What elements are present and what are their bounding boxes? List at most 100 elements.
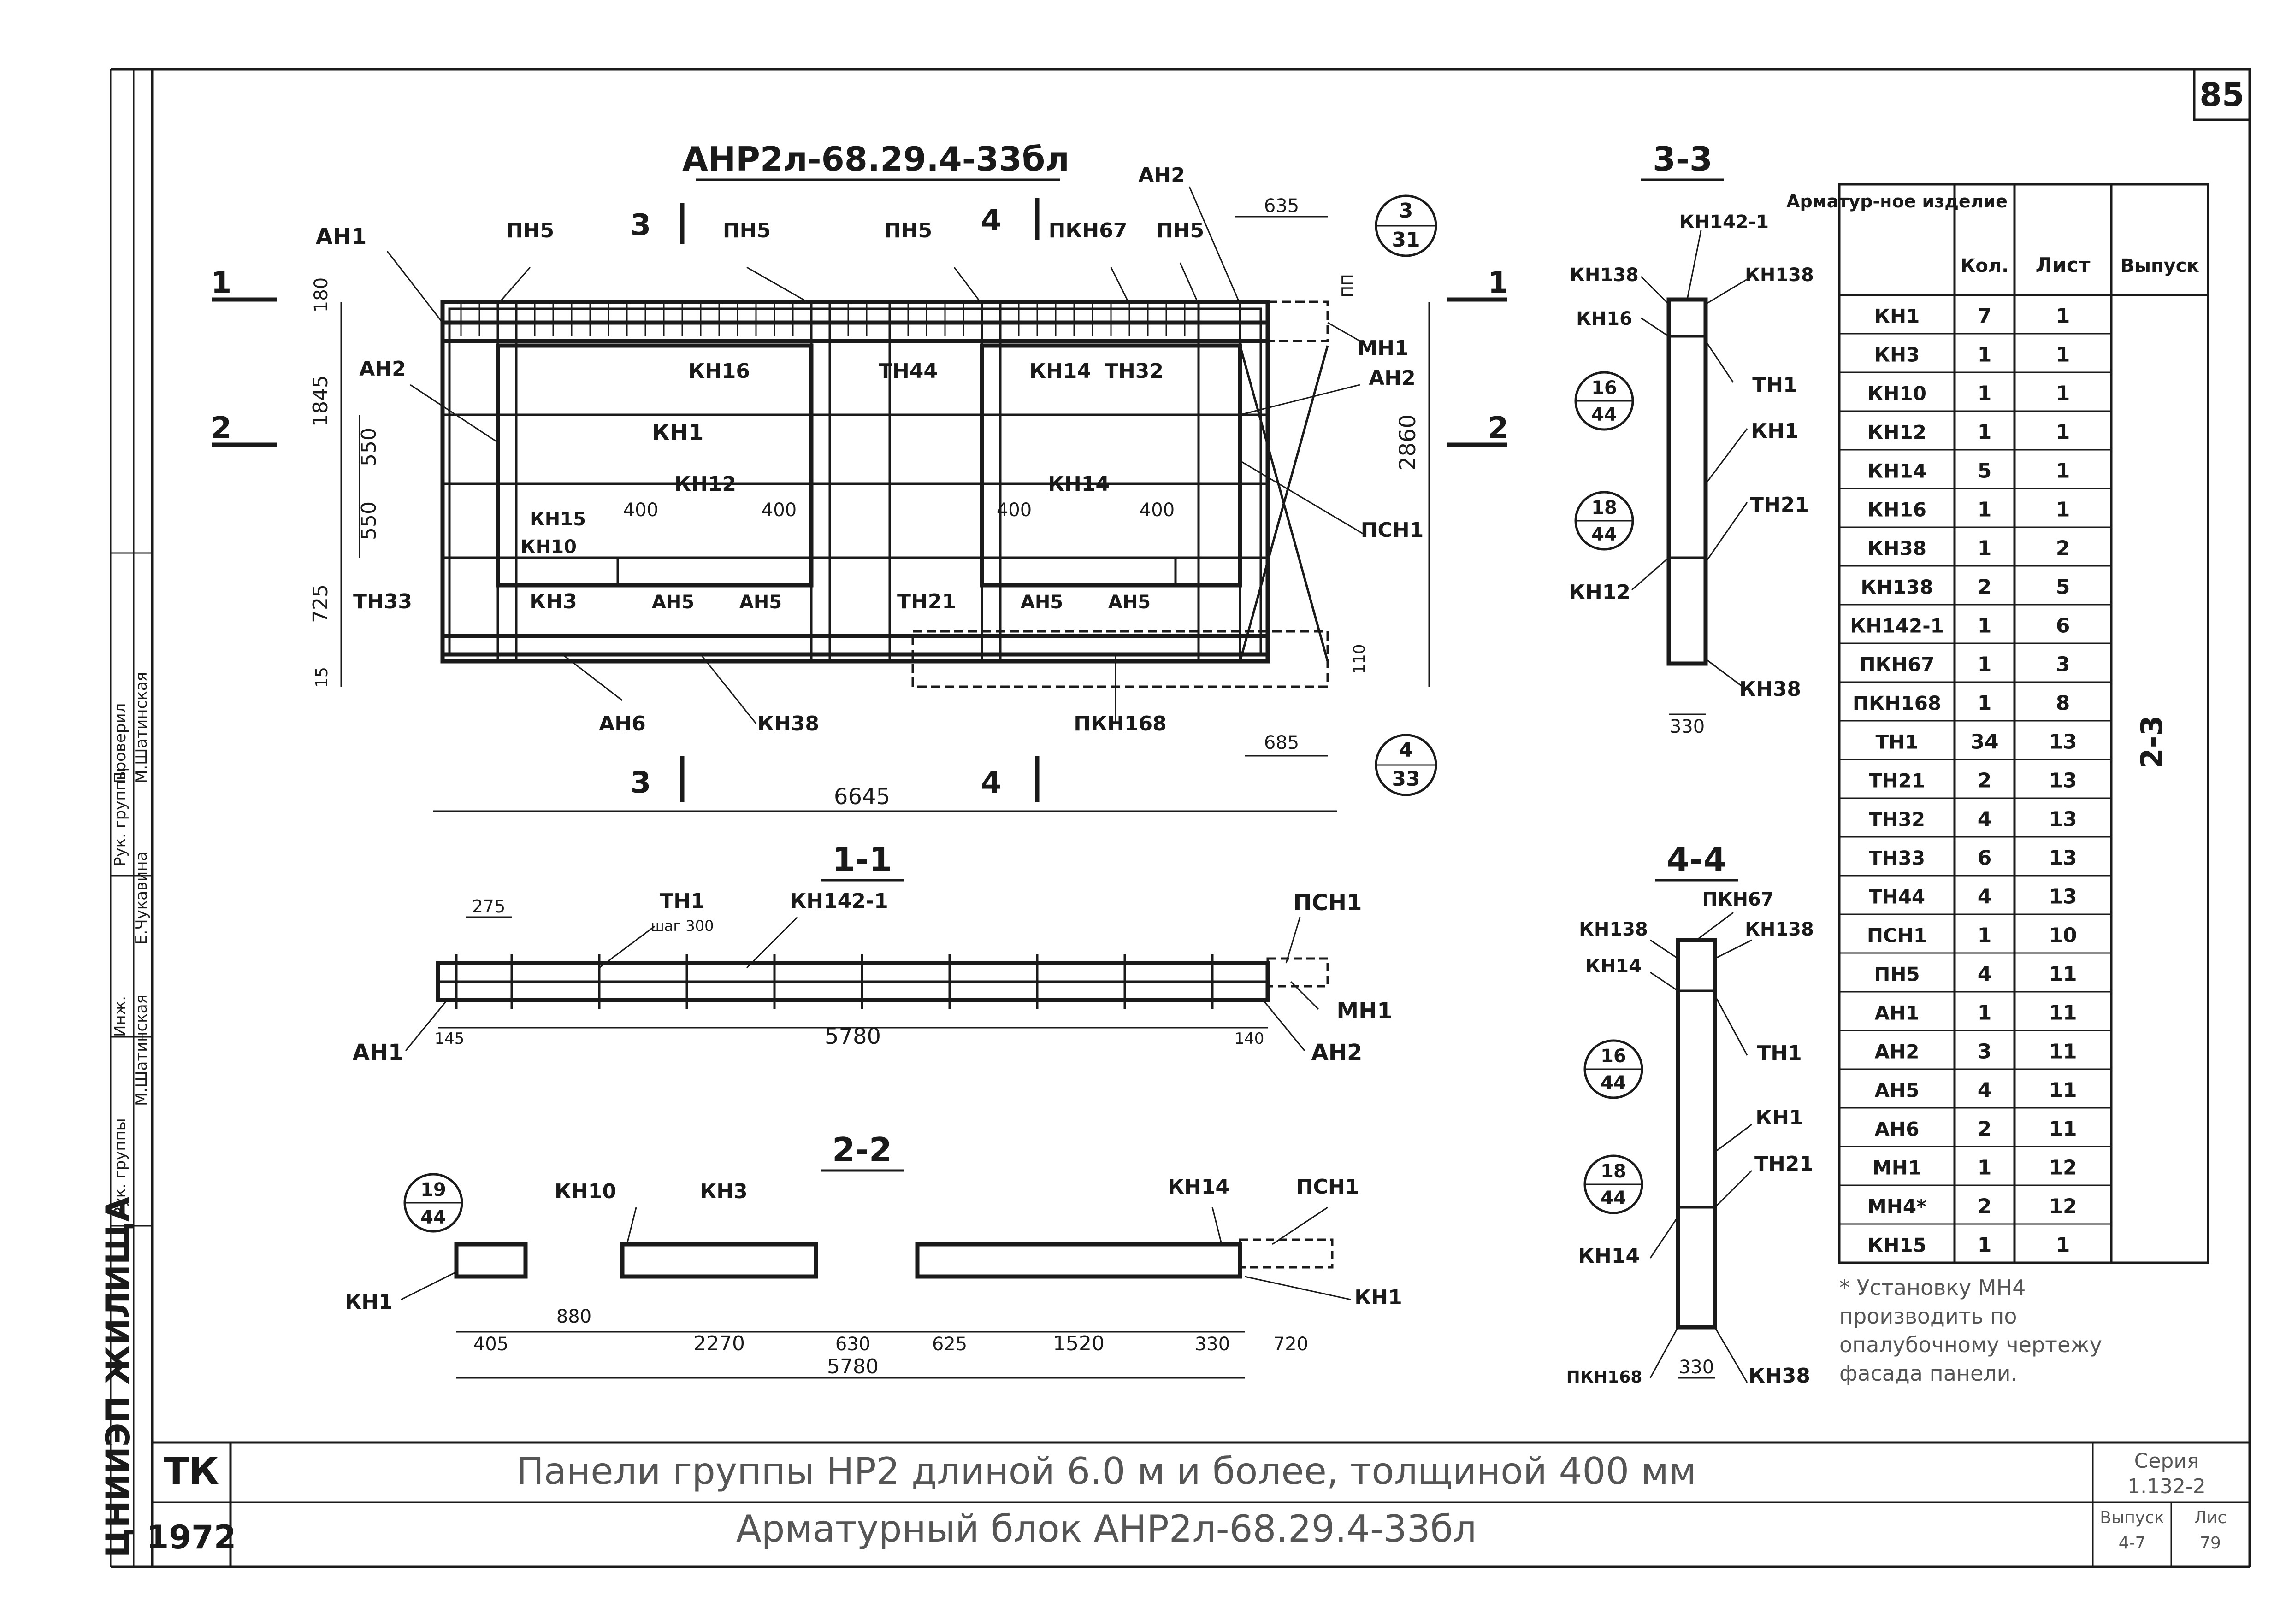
table-cell-item: КН10 [1867,382,1926,405]
table-cell-sheet: 11 [2049,1117,2077,1141]
stamp-name-3: М.Шатинская [132,672,151,783]
stamp-role-2: Инж. [111,996,130,1037]
s11-label-tn1: ТН1 [660,889,704,913]
label-an6: АН6 [599,712,646,736]
table-cell-sheet: 3 [2056,653,2070,676]
s11-label-mn1: МН1 [1336,998,1392,1024]
s33-callout2-num: 18 [1591,497,1617,518]
label-pn5-1: ПН5 [506,219,554,242]
table-cell-sheet: 1 [2056,304,2070,328]
s22-label-kn14: КН14 [1168,1175,1229,1199]
footnote-line: фасада панели. [1839,1361,2017,1386]
label-psn1: ПСН1 [1361,518,1424,542]
dim-2860: 2860 [1395,414,1421,471]
table-cell-qty: 1 [1978,1156,1992,1179]
s22-dim-330: 330 [1195,1334,1230,1355]
table-cell-sheet: 11 [2049,1001,2077,1024]
s22-dim-2270: 2270 [693,1332,745,1355]
table-cell-qty: 1 [1978,1233,1992,1257]
table-cell-item: ПКН168 [1853,692,1941,714]
s33-label-kn138-l: КН138 [1570,265,1639,286]
dim-pp: ПП [1339,274,1357,297]
dim-550-2: 550 [357,501,381,540]
s44-callout1-num: 16 [1601,1046,1626,1067]
table-cell-sheet: 11 [2049,1078,2077,1102]
table-cell-qty: 3 [1978,1040,1992,1063]
table-cell-item: КН1 [1874,305,1920,327]
callout-4-num: 4 [1399,738,1413,762]
table-cell-qty: 1 [1978,653,1992,676]
dim-725: 725 [309,584,332,623]
label-an1: АН1 [316,224,367,250]
table-cell-sheet: 1 [2056,343,2070,366]
dim-635: 635 [1264,195,1299,217]
table-cell-item: КН15 [1867,1234,1926,1256]
callout-3-den: 31 [1392,228,1420,252]
s11-label-an2: АН2 [1311,1040,1363,1065]
callout-4-den: 33 [1392,767,1420,791]
stamp-role-3: Рук. группы [111,768,130,866]
dim-400-2: 400 [762,500,797,521]
table-cell-qty: 4 [1978,1078,1992,1102]
dim-400-4: 400 [1140,500,1175,521]
s44-callout2-den: 44 [1601,1188,1626,1209]
s11-label-an1: АН1 [353,1040,404,1065]
table-cell-qty: 2 [1978,1194,1992,1218]
title-line-1: Панели группы НР2 длиной 6.0 м и более, … [516,1450,1697,1493]
dim-6645: 6645 [834,784,890,810]
table-cell-qty: 34 [1970,730,1998,753]
table-cell-qty: 1 [1978,536,1992,560]
tk-label: ТК [164,1450,219,1493]
table-cell-sheet: 12 [2049,1156,2077,1179]
label-tn44: ТН44 [879,359,938,383]
footnote-line: опалубочному чертежу [1839,1332,2102,1357]
cut-3-top: 3 [631,208,651,242]
table-cell-item: ТН33 [1869,847,1925,869]
title-line-2: Арматурный блок АНР2л-68.29.4-33бл [736,1507,1477,1550]
label-kn3: КН3 [529,590,577,613]
issue-label: Выпуск [2100,1508,2164,1527]
label-kn16: КН16 [688,359,750,383]
label-an2-top: АН2 [1138,164,1185,187]
s33-label-kn12: КН12 [1569,581,1630,604]
table-cell-qty: 5 [1978,459,1992,482]
s22-label-kn1-left: КН1 [345,1290,392,1314]
table-cell-qty: 1 [1978,382,1992,405]
table-cell-item: МН1 [1873,1156,1921,1179]
label-an5-1: АН5 [652,592,694,613]
label-an5-4: АН5 [1108,592,1151,613]
s11-dim-5780: 5780 [825,1024,881,1049]
s33-label-kn1: КН1 [1751,419,1798,443]
table-cell-qty: 1 [1978,691,1992,715]
s33-label-tn21: ТН21 [1750,493,1809,517]
table-cell-item: ПКН67 [1859,653,1934,676]
label-tn32: ТН32 [1105,359,1164,383]
stamp-checked: Проверил [111,703,130,783]
table-cell-sheet: 10 [2049,924,2077,947]
main-title: АНР2л-68.29.4-33бл [682,140,1069,178]
label-an5-3: АН5 [1021,592,1063,613]
label-kn10: КН10 [520,536,577,558]
s22-callout-den: 44 [420,1207,446,1228]
table-cell-qty: 2 [1978,575,1992,599]
org-name: ЦНИИЭП ЖИЛИЩА [99,1197,137,1558]
table-cell-sheet: 1 [2056,382,2070,405]
section-1-1: 1-1 275 ТН1 шаг 300 КН142-1 ПСН1 АН1 МН1 [353,840,1393,1065]
table-cell-sheet: 1 [2056,1233,2070,1257]
s33-dim-330: 330 [1670,716,1705,737]
page-number: 85 [2199,76,2244,114]
table-cell-qty: 2 [1978,769,1992,792]
table-cell-qty: 1 [1978,498,1992,521]
s22-callout-num: 19 [420,1179,446,1200]
cut-2-right: 2 [1488,411,1509,445]
elevation-view: АН1 ПН5 ПН5 ПН5 ПКН67 ПН5 АН2 КН16 ТН44 … [211,164,1509,812]
s33-label-kn38: КН38 [1739,677,1801,701]
s33-label-kn138-r: КН138 [1745,265,1814,286]
table-cell-qty: 4 [1978,962,1992,986]
table-cell-sheet: 2 [2056,536,2070,560]
label-mn1: МН1 [1357,336,1408,360]
table-cell-sheet: 11 [2049,962,2077,986]
s22-dim-5780: 5780 [827,1355,879,1378]
